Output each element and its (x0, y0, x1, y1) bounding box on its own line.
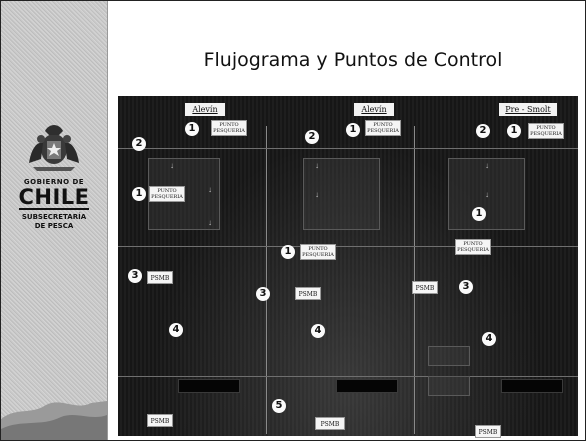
control-marker: 2 (132, 137, 146, 151)
row-divider (118, 376, 578, 377)
flow-stage (303, 158, 380, 230)
logo-sub-line1: SUBSECRETARÍA (21, 213, 87, 221)
flow-stage (428, 346, 470, 366)
control-box: PSMB (315, 417, 345, 430)
logo-country-text: CHILE (18, 185, 90, 209)
control-marker: 1 (346, 123, 360, 137)
control-marker: 3 (459, 280, 473, 294)
control-box: PSMB (147, 271, 173, 284)
arrow-icon: ↓ (485, 161, 489, 170)
coat-of-arms-icon (29, 125, 79, 171)
flow-stage (448, 158, 525, 230)
arrow-icon: ↓ (170, 161, 174, 170)
arrow-icon: ↓ (315, 161, 319, 170)
row-divider (118, 246, 578, 247)
row-divider (118, 148, 578, 149)
column-header: Pre - Smolt (499, 103, 557, 116)
control-box: PUNTO PESQUERIA (528, 123, 564, 139)
flow-stage (428, 376, 470, 396)
control-marker: 4 (482, 332, 496, 346)
decorative-landscape-image (1, 401, 107, 440)
control-box: PUNTO PESQUERIA (365, 120, 401, 136)
control-marker: 1 (132, 187, 146, 201)
control-box: PUNTO PESQUERIA (149, 186, 185, 202)
control-marker: 1 (507, 124, 521, 138)
process-block (178, 379, 240, 393)
control-box: PUNTO PESQUERIA (211, 120, 247, 136)
control-marker: 1 (281, 245, 295, 259)
control-box: PSMB (475, 425, 501, 438)
column-header: Alevín (354, 103, 394, 116)
control-marker: 2 (305, 130, 319, 144)
control-marker: 3 (128, 269, 142, 283)
arrow-icon: ↓ (208, 185, 212, 194)
logo-sub-line2: DE PESCA (34, 222, 74, 230)
control-box: PSMB (412, 281, 438, 294)
control-marker: 5 (272, 399, 286, 413)
column-header: Alevín (185, 103, 225, 116)
process-block (336, 379, 398, 393)
sidebar: GOBIERNO DE CHILE SUBSECRETARÍA DE PESCA (1, 1, 108, 440)
control-box: PSMB (147, 414, 173, 427)
control-box: PUNTO PESQUERIA (455, 239, 491, 255)
control-marker: 3 (256, 287, 270, 301)
logo-divider (19, 208, 89, 210)
arrow-icon: ↓ (208, 218, 212, 227)
arrow-icon: ↓ (315, 190, 319, 199)
control-box: PUNTO PESQUERIA (300, 244, 336, 260)
control-marker: 4 (169, 323, 183, 337)
arrow-icon: ↓ (485, 190, 489, 199)
process-block (501, 379, 563, 393)
control-box: PSMB (295, 287, 321, 300)
page-title: Flujograma y Puntos de Control (203, 49, 503, 71)
flowchart-diagram: Alevín Alevín Pre - Smolt PUNTO PESQUERI… (118, 96, 578, 438)
logo-top-text: GOBIERNO DE (23, 178, 85, 186)
control-marker: 2 (476, 124, 490, 138)
column-divider (266, 126, 267, 434)
column-divider (414, 126, 415, 434)
control-marker: 1 (185, 122, 199, 136)
control-marker: 4 (311, 324, 325, 338)
control-marker: 1 (472, 207, 486, 221)
